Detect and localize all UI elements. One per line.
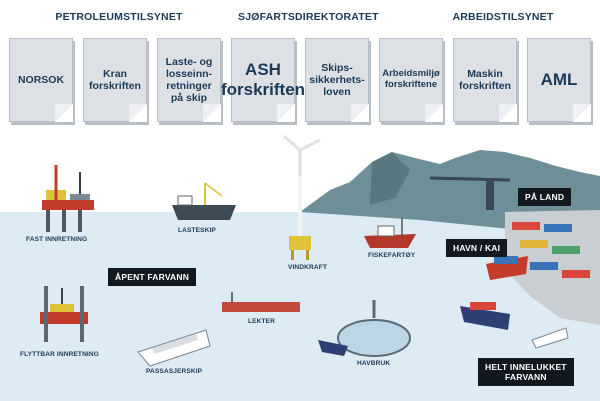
card-arbeidsmiljo: Arbeidsmiljø forskriftene (379, 38, 443, 122)
authority-petroleum: PETROLEUMSTILSYNET (55, 11, 183, 23)
label-fixed-installation: FAST INNRETNING (26, 236, 88, 243)
card-skipssikkerhetsloven: Skips- sikkerhets- loven (305, 38, 369, 122)
authority-labor: ARBEIDSTILSYNET (452, 11, 554, 23)
container-ship-icon (460, 302, 510, 330)
card-aml: AML (527, 38, 591, 122)
card-kranforskriften: Kran forskriften (83, 38, 147, 122)
land-crane-icon (429, 176, 511, 210)
label-wind-power: VINDKRAFT (288, 264, 327, 271)
passenger-ship-icon (137, 329, 211, 367)
mountain-shadow (370, 152, 410, 205)
label-passenger-ship: PASSASJERSKIP (146, 368, 203, 375)
zone-open-water: ÅPENT FARVANN (108, 268, 197, 287)
fixed-platform-icon (42, 165, 94, 232)
label-barge: LEKTER (248, 318, 275, 325)
cargo-ship-icon (172, 182, 236, 220)
card-maskinforskriften: Maskin forskriften (453, 38, 517, 122)
label-fish-farm: HAVBRUK (357, 360, 391, 367)
wind-turbine-icon (283, 134, 321, 260)
label-fishing-vessel: FISKEFARTØY (368, 252, 416, 259)
zone-harbor: HAVN / KAI (446, 239, 508, 258)
card-norsok: NORSOK (9, 38, 73, 122)
fishing-vessel-icon (364, 218, 416, 248)
zone-on-land: PÅ LAND (518, 188, 572, 207)
container-ship-icon (486, 256, 528, 280)
authority-maritime: SJØFARTSDIREKTORATET (238, 11, 379, 23)
label-cargo-ship: LASTESKIP (178, 227, 216, 234)
fish-farm-icon (318, 300, 411, 357)
mobile-rig-icon (40, 286, 88, 342)
barge-icon (222, 292, 300, 312)
container-port-icon (512, 222, 590, 278)
small-ship-icon (531, 327, 569, 349)
label-mobile-rig: FLYTTBAR INNRETNING (20, 351, 99, 358)
card-ash-forskriften: ASH forskriften (221, 38, 305, 122)
zone-enclosed-water: HELT INNELUKKET FARVANN (478, 358, 574, 387)
card-laste-losse: Laste- og losseinn- retninger på skip (157, 38, 221, 122)
